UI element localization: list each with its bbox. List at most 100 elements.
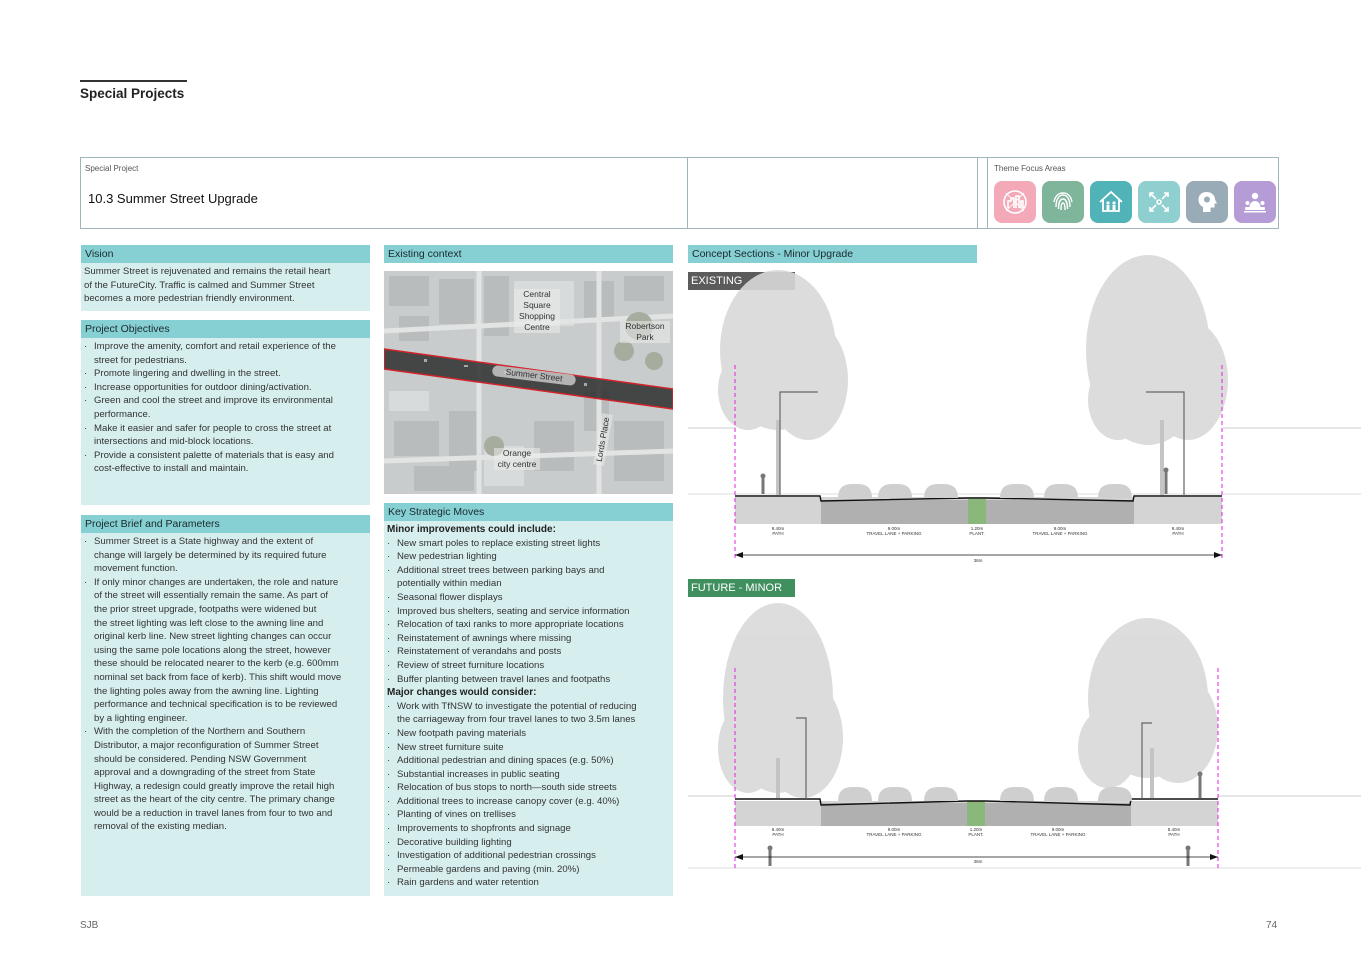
line: Improve the amenity, comfort and retail … [94,341,336,352]
list-item: Investigation of additional pedestrian c… [384,849,673,863]
dim-width: 9.00m [887,827,901,832]
list-item: Green and cool the street and improve it… [81,394,370,421]
divider [687,158,688,228]
line: Rain gardens and water retention [397,877,539,889]
page-number: 74 [1266,920,1278,931]
theme-focus-label: Theme Focus Areas [994,164,1066,173]
map-label-text: Orange city centre [497,448,537,469]
dim-label: TRAVEL LANE + PARKING [1030,832,1086,837]
vision-heading: Vision [81,245,370,263]
dim-width: 1.20m [970,526,984,531]
line: of the street will essentially remain th… [94,590,329,602]
vision-line: becomes a more pedestrian friendly envir… [84,293,295,305]
list-item: Provide a consistent palette of material… [81,449,370,476]
future-tag: FUTURE - MINOR [688,579,795,597]
divider [987,158,988,228]
line: Investigation of additional pedestrian c… [397,850,596,862]
dim-label: PATH [772,832,784,837]
line: street as the heart of the city centre. … [94,794,335,806]
context-heading: Existing context [384,245,673,263]
line: cost-effective to install and maintain. [94,463,249,475]
fingerprint-icon [1042,181,1084,223]
sections-heading: Concept Sections - Minor Upgrade [688,245,977,263]
map-label-text: Robertson Park [625,321,665,342]
line: should be considered. Pending NSW Govern… [94,753,307,765]
list-item: Planting of vines on trellises [384,808,673,822]
line: approval and a downgrading of the street… [94,767,316,779]
dim-width: 9.00m [887,526,901,531]
future-section-drawing [688,603,1361,869]
line: street for pedestrians. [94,354,187,366]
total-width-label: 36m [973,859,983,864]
line: Improved bus shelters, seating and servi… [397,605,630,617]
dim-width: 8.40m [771,827,785,832]
line: With the completion of the Northern and … [94,726,306,738]
list-item: Improve the amenity, comfort and retail … [81,340,370,367]
line: the lighting poles away from the awning … [94,685,319,697]
line: Improvements to shopfronts and signage [397,823,571,835]
brief-heading: Project Brief and Parameters [81,515,370,533]
line: change will largely be determined by its… [94,549,327,561]
line: Substantial increases in public seating [397,768,560,780]
dim-label: PLANT. [968,832,984,837]
major-list: Work with TfNSW to investigate the poten… [384,700,673,890]
line: Provide a consistent palette of material… [94,449,334,461]
map-label-centre: Central Square Shopping Centre [514,289,560,333]
line: movement function. [94,563,178,575]
context-map: Central Square Shopping Centre Robertson… [384,271,673,494]
line: potentially within median [397,578,502,590]
line: Green and cool the street and improve it… [94,395,333,407]
dim-width: 9.00m [1053,526,1067,531]
minor-heading: Minor improvements could include: [387,524,556,535]
moves-panel: Key Strategic Moves Minor improvements c… [384,503,673,896]
list-item: Review of street furniture locations [384,659,673,673]
dim-width: 8.40m [1167,827,1181,832]
vision-line: of the FutureCity. Traffic is calmed and… [84,279,315,291]
people-group-icon [1234,181,1276,223]
line: Summer Street is a State highway and the… [94,536,314,547]
vision-line: Summer Street is rejuvenated and remains… [84,266,331,277]
line: Relocation of taxi ranks to more appropr… [397,619,624,631]
line: removal of the existing median. [94,821,227,833]
line: Reinstatement of verandahs and posts [397,646,562,658]
dim-width: 8.40m [771,526,785,531]
list-item: New pedestrian lighting [384,550,673,564]
line: the prior street upgrade, footpaths were… [94,603,317,615]
line: Seasonal flower displays [397,591,503,603]
objectives-list: Improve the amenity, comfort and retail … [81,338,370,476]
dim-label: PATH [1172,531,1184,536]
line: would be a reduction in travel lanes fro… [94,807,333,819]
head-gear-icon [1186,181,1228,223]
dim-label: TRAVEL LANE + PARKING [866,832,922,837]
list-item: Additional trees to increase canopy cove… [384,795,673,809]
list-item: Make it easier and safer for people to c… [81,422,370,449]
line: nominal set back from face of kerb). Thi… [94,671,342,683]
line: Additional street trees between parking … [397,564,605,576]
line: New footpath paving materials [397,727,527,739]
dim-width: 1.20m [969,827,983,832]
city-skyline-icon [994,181,1036,223]
list-item: Promote lingering and dwelling in the st… [81,367,370,381]
list-item: Buffer planting between travel lanes and… [384,673,673,687]
line: New smart poles to replace existing stre… [397,537,601,549]
brief-panel: Project Brief and Parameters Summer Stre… [81,515,370,896]
dim-label: TRAVEL LANE + PARKING [1032,531,1088,536]
list-item: New smart poles to replace existing stre… [384,537,673,551]
list-item: Seasonal flower displays [384,591,673,605]
list-item: Relocation of taxi ranks to more appropr… [384,618,673,632]
list-item: Relocation of bus stops to north—south s… [384,781,673,795]
list-item: New street furniture suite [384,741,673,755]
line: original kerb line. New street lighting … [94,631,332,643]
objectives-heading: Project Objectives [81,320,370,338]
dim-label: TRAVEL LANE + PARKING [866,531,922,536]
dim-label: PATH [1168,832,1180,837]
line: the carriageway from four travel lanes t… [397,714,636,726]
line: by a lighting engineer. [94,712,188,724]
